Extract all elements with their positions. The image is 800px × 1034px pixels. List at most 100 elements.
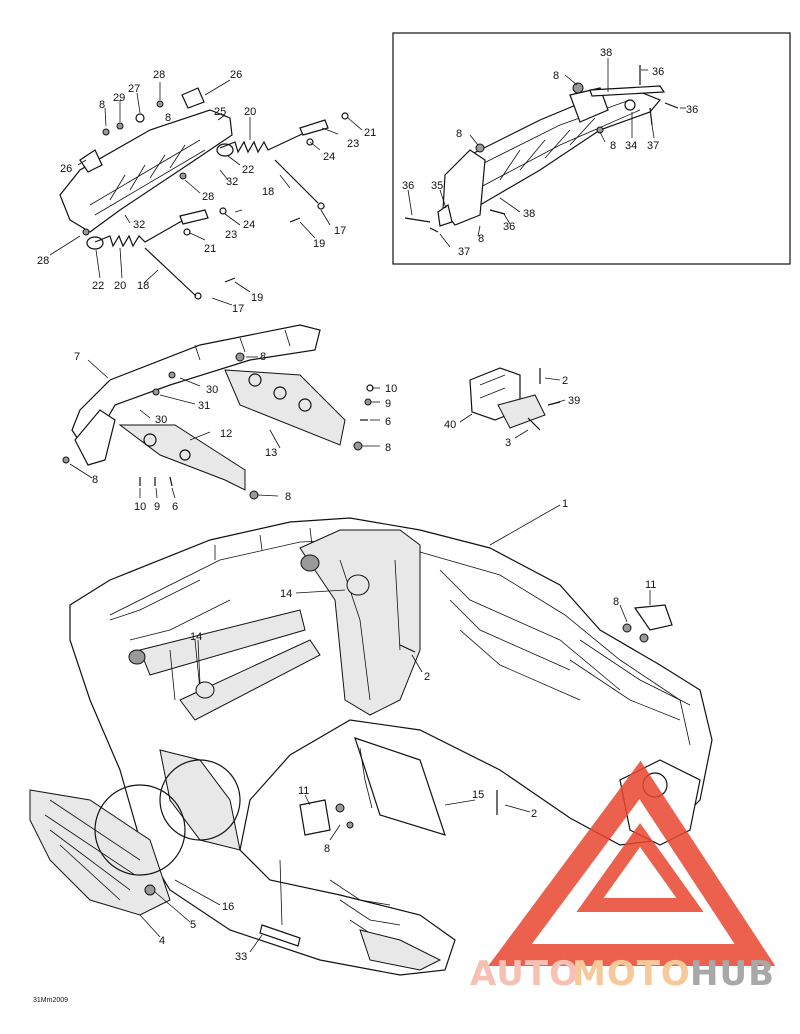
bracket-23-top <box>299 119 329 136</box>
callout-19-b: 19 <box>251 292 263 304</box>
callout-3: 3 <box>505 437 511 449</box>
callout-18-b: 18 <box>137 280 149 292</box>
callout-17-b: 17 <box>232 303 244 315</box>
callout-26-a: 26 <box>230 69 242 81</box>
callout-5: 5 <box>190 919 196 931</box>
bumper-side-left <box>74 409 116 466</box>
callout-30-a: 30 <box>206 384 218 396</box>
inset-frame <box>392 32 791 265</box>
callout-34: 34 <box>625 140 637 152</box>
callout-16: 16 <box>222 901 234 913</box>
nut-8-inset-top <box>572 82 584 94</box>
callout-8-inset-d: 8 <box>478 233 484 245</box>
callout-8-b: 8 <box>165 112 171 124</box>
steering-column-inset: 38 8 36 36 8 8 34 37 36 35 38 36 8 37 <box>392 32 791 265</box>
bumper-14-top <box>300 554 320 572</box>
callout-8-c: 8 <box>260 351 266 363</box>
callout-22-b: 22 <box>92 280 104 292</box>
callout-20-b: 20 <box>114 280 126 292</box>
callout-29: 29 <box>113 92 125 104</box>
callout-1: 1 <box>562 498 568 510</box>
callout-30-b: 30 <box>155 414 167 426</box>
callout-20-a: 20 <box>244 106 256 118</box>
bumper-14-left <box>128 649 146 665</box>
callout-15: 15 <box>472 789 484 801</box>
callout-8-a: 8 <box>99 99 105 111</box>
watermark-triangle <box>488 760 776 966</box>
clip-11-left <box>299 799 331 836</box>
callout-13: 13 <box>265 447 277 459</box>
callout-8-inset-a: 8 <box>553 70 559 82</box>
callout-8-inset-c: 8 <box>610 140 616 152</box>
steering-bar <box>589 85 666 97</box>
spring-20-top <box>219 127 316 154</box>
callout-11-b: 11 <box>298 785 309 797</box>
callout-17-a: 17 <box>334 225 346 237</box>
plate-39 <box>497 394 546 429</box>
callout-36-b: 36 <box>686 104 698 116</box>
watermark-moto: MOTO <box>572 954 691 994</box>
callout-31: 31 <box>198 400 210 412</box>
watermark-hub: HUB <box>690 954 775 994</box>
pad-26-right <box>181 87 205 109</box>
callout-2-c: 2 <box>531 808 537 820</box>
callout-37-b: 37 <box>458 246 470 258</box>
callout-24-b: 24 <box>243 219 255 231</box>
front-bumper-assembly: 7 8 10 9 6 8 30 31 30 12 13 8 8 10 9 6 <box>62 324 397 513</box>
callout-10-a: 10 <box>385 383 397 395</box>
callout-26-b: 26 <box>60 163 72 175</box>
pad-26-left <box>79 149 103 173</box>
cross-member <box>139 609 306 676</box>
round-panel-16 <box>94 784 186 876</box>
scoop-opening <box>159 759 241 841</box>
callout-8-f: 8 <box>285 491 291 503</box>
rod-18-bottom <box>144 247 197 297</box>
callout-12: 12 <box>220 428 232 440</box>
watermark-auto: AUTO <box>470 954 579 994</box>
decal-33 <box>259 924 301 947</box>
callout-23-a: 23 <box>347 138 359 150</box>
callout-23-b: 23 <box>225 229 237 241</box>
callout-8-g: 8 <box>613 596 619 608</box>
callout-19-a: 19 <box>313 238 325 250</box>
callout-14-b: 14 <box>190 631 202 643</box>
callout-32-b: 32 <box>133 219 145 231</box>
callout-2-a: 2 <box>562 375 568 387</box>
callout-18-a: 18 <box>262 186 274 198</box>
callout-6-b: 6 <box>172 501 178 513</box>
bracket-12 <box>118 424 246 491</box>
mount-bracket-assembly: 2 39 40 3 <box>444 367 580 449</box>
callout-38-b: 38 <box>523 208 535 220</box>
callout-33: 33 <box>235 951 247 963</box>
callout-28-b: 28 <box>202 191 214 203</box>
callout-38-top: 38 <box>600 47 612 59</box>
callout-10-b: 10 <box>134 501 146 513</box>
callout-11-a: 11 <box>645 579 656 591</box>
callout-7: 7 <box>74 351 80 363</box>
callout-36-a: 36 <box>652 66 664 78</box>
callout-24-a: 24 <box>323 151 335 163</box>
callout-21-b: 21 <box>204 243 216 255</box>
callout-27: 27 <box>128 83 140 95</box>
drawing-code: 31Mm2009 <box>33 997 68 1004</box>
callout-9-b: 9 <box>154 501 160 513</box>
callout-28-a: 28 <box>153 69 165 81</box>
callout-28-c: 28 <box>37 255 49 267</box>
front-support-assembly: 28 26 27 29 8 20 25 8 21 23 24 22 26 32 … <box>37 69 376 315</box>
bracket-23-bottom <box>179 209 209 225</box>
bottom-pan-assembly: 1 14 14 2 11 8 11 8 15 2 4 5 16 33 <box>29 498 713 976</box>
callout-37-a: 37 <box>647 140 659 152</box>
callout-8-inset-b: 8 <box>456 128 462 140</box>
callout-21-a: 21 <box>364 127 376 139</box>
clamp-35 <box>437 204 453 227</box>
callout-4: 4 <box>159 935 165 947</box>
callout-35: 35 <box>431 180 443 192</box>
callout-22-a: 22 <box>242 164 254 176</box>
callout-39: 39 <box>568 395 580 407</box>
callout-8-h: 8 <box>324 843 330 855</box>
callout-9-a: 9 <box>385 398 391 410</box>
clamp-34 <box>624 99 636 111</box>
spring-20-bottom <box>94 214 201 248</box>
callout-8-d: 8 <box>385 442 391 454</box>
